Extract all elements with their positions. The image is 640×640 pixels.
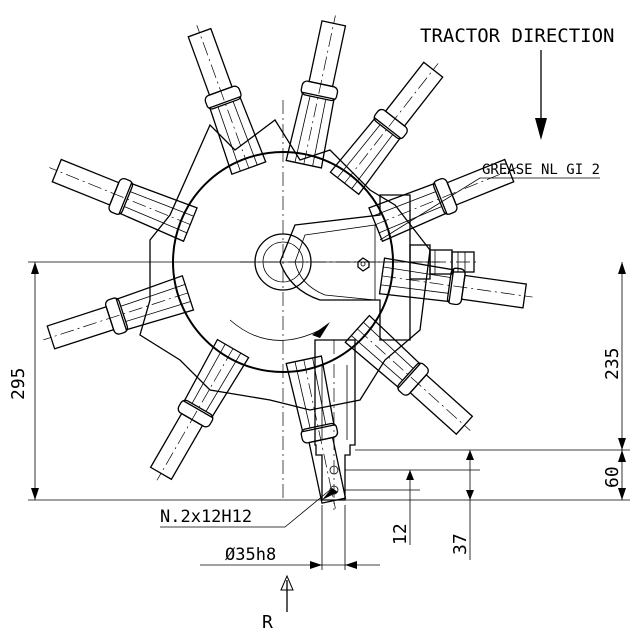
- grease-point-icon: [357, 257, 370, 272]
- tine: [49, 158, 198, 243]
- tine: [378, 257, 533, 309]
- tine: [187, 25, 267, 176]
- view-letter-label: R: [262, 612, 273, 633]
- shaft-dia-label: Ø35h8: [225, 545, 276, 565]
- grease-leader: [379, 177, 600, 241]
- output-shaft: [314, 339, 356, 501]
- bolt-spec-label: N.2x12H12: [160, 507, 252, 527]
- tine: [344, 314, 474, 436]
- bolt-leader: [160, 489, 331, 528]
- dim-60-label: 60: [602, 466, 623, 488]
- tine: [285, 15, 347, 169]
- dim-37-label: 37: [450, 533, 471, 555]
- gearbox-housing: [279, 194, 411, 341]
- dim-295-label: 295: [8, 367, 29, 400]
- rotation-arrow: [229, 319, 321, 341]
- tines-group: [43, 15, 533, 509]
- tine: [329, 61, 444, 196]
- dim-12-label: 12: [390, 523, 411, 545]
- grease-label: GREASE NL GI 2: [482, 162, 600, 178]
- tine: [149, 338, 250, 481]
- tractor-direction-label: TRACTOR DIRECTION: [420, 25, 614, 47]
- tine: [285, 355, 347, 509]
- tine: [43, 274, 195, 350]
- dim-235-label: 235: [602, 347, 623, 380]
